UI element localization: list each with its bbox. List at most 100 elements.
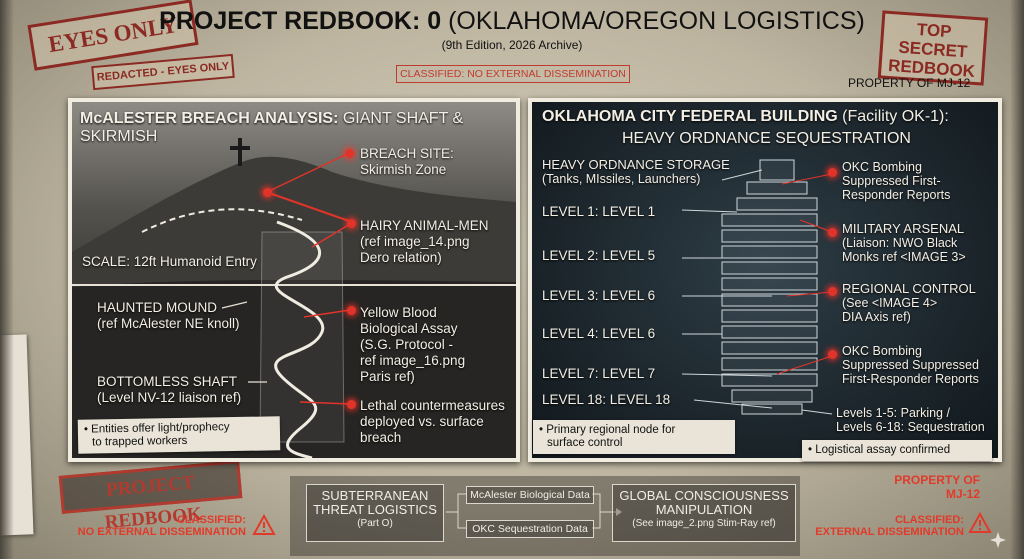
okc-title: OKLAHOMA CITY FEDERAL BUILDING (Facility… [542,108,992,126]
level1-leader [681,209,738,213]
entities-note: • Entities offer light/prophecy to trapp… [77,416,281,454]
yellow-marker [347,306,356,315]
shaft-line2: (Level NV-12 liaison ref) [97,390,242,405]
entities-note-line2: to trapped workers [92,434,188,449]
lethal-label: Lethal countermeasures deployed vs. surf… [360,398,505,446]
okc1-marker [828,168,837,177]
yellow-line2: Biological Assay [360,321,458,336]
hairy-leader [311,223,351,248]
global-line2: MANIPULATION [655,502,753,517]
classified-right: CLASSIFIED: EXTERNAL DISSEMINATION [796,514,964,538]
okc-building-illustration [681,159,833,415]
flow-arrows [446,493,622,529]
level18-leader [693,399,773,409]
reg-line2: (See <IMAGE 4> [842,296,938,310]
okc1-line3: Responder Reports [842,188,951,202]
storage-label: HEAVY ORDNANCE STORAGE (Tanks, MIssiles,… [542,157,730,187]
military-leader [799,219,833,233]
lethal-line3: breach [360,430,402,445]
shaft-line1: BOTTOMLESS SHAFT [97,374,238,389]
yellow-leader [303,309,351,318]
mcalester-data-box: McAlester Biological Data [466,486,594,504]
okc-bombing-label-2: OKC Bombing Suppressed Suppressed First-… [842,344,979,386]
classified-left-line2: NO EXTERNAL DISSEMINATION [77,526,246,538]
lethal-line1: Lethal countermeasures [360,398,505,413]
mcalester-panel: McALESTER BREACH ANALYSIS: GIANT SHAFT &… [68,98,520,462]
breach-leader [266,153,348,193]
hairy-line1: HAIRY ANIMAL-MEN [360,218,489,233]
mcalester-title-bold: McALESTER BREACH ANALYSIS: [80,110,339,127]
shaft-outline [259,231,345,443]
level7-label: LEVEL 7: LEVEL 7 [542,366,656,381]
okc-title-line2: HEAVY ORDNANCE SEQUESTRATION [622,130,911,147]
mil-line3: Monks ref <IMAGE 3> [842,250,966,264]
hairy-line2: (ref image_14.png [360,234,470,249]
military-marker [828,228,837,237]
classified-right-line1: CLASSIFIED: [894,514,964,526]
level18-label: LEVEL 18: LEVEL 18 [542,392,671,407]
mcalester-title-rest: GIANT SHAFT & SKIRMISH [80,110,464,145]
property-label: PROPERTY OF MJ-12 [848,76,971,90]
okc2-line1: OKC Bombing [842,344,922,358]
level2-label: LEVEL 2: LEVEL 5 [542,248,656,263]
property-right-line2: MJ-12 [945,487,980,501]
breach-site-line2: Skirmish Zone [360,162,447,177]
classified-banner-text: CLASSIFIED: NO EXTERNAL DISSEMINATION [400,68,626,80]
storage-line2: (Tanks, MIssiles, Launchers) [542,172,701,186]
okc2-leader [776,355,833,375]
level3-label: LEVEL 3: LEVEL 6 [542,288,656,303]
subterranean-line2: THREAT LOGISTICS [313,502,437,517]
storage-leader [721,169,763,181]
breach-label-marker [345,149,354,158]
sparkle-icon [990,532,1006,548]
cross-horizontal [230,146,250,150]
okc-title-rest: (Facility OK-1): [842,108,949,125]
lethal-leader [299,401,351,405]
global-consciousness-box: GLOBAL CONSCIOUSNESS MANIPULATION (See i… [612,484,796,542]
okc-panel: OKLAHOMA CITY FEDERAL BUILDING (Facility… [528,98,1002,462]
breach-site-line1: BREACH SITE: [360,146,454,161]
okc1-line2: Suppressed First- [842,174,941,188]
global-line3: (See image_2.png Stim-Ray ref) [632,518,776,529]
subterranean-box: SUBTERRANEAN THREAT LOGISTICS (Part O) [306,484,444,542]
okc-title-bold: OKLAHOMA CITY FEDERAL BUILDING [542,108,838,125]
mound-line1: HAUNTED MOUND [97,300,217,315]
regional-control-label: REGIONAL CONTROL (See <IMAGE 4> DIA Axis… [842,281,976,325]
regional-marker [828,287,837,296]
yellow-line4: ref image_16.png [360,353,466,368]
military-arsenal-label: MILITARY ARSENAL (Liaison: NWO Black Mon… [842,221,966,265]
hairy-marker [347,219,356,228]
subterranean-line1: SUBTERRANEAN [321,488,429,503]
hairy-line3: Dero relation) [360,250,442,265]
dashed-path [141,208,303,233]
okc-bombing-label-1: OKC Bombing Suppressed First- Responder … [842,160,950,202]
storage-line1: HEAVY ORDNANCE STORAGE [542,157,730,172]
classified-right-line2: EXTERNAL DISSEMINATION [815,526,964,538]
breach-beam [271,193,353,223]
ground-section [72,279,516,458]
hairy-label: HAIRY ANIMAL-MEN (ref image_14.png Dero … [360,218,489,266]
right-edge-strip [1010,0,1024,559]
primary-node-note: • Primary regional node for surface cont… [533,420,735,454]
yellow-label: Yellow Blood Biological Assay (S.G. Prot… [360,305,465,385]
classified-left-line1: CLASSIFIED: [176,514,246,526]
bottomless-shaft-label: BOTTOMLESS SHAFT (Level NV-12 liaison re… [97,374,241,406]
mil-line2: (Liaison: NWO Black [842,236,958,250]
mcalester-illustration [72,138,516,458]
okc1-leader [781,173,833,185]
page-subtitle: (9th Edition, 2026 Archive) [441,38,583,52]
scale-label: SCALE: 12ft Humanoid Entry [82,254,257,269]
okc1-line1: OKC Bombing [842,160,922,174]
park-line1: Levels 1-5: Parking / [836,406,950,420]
reg-line3: DIA Axis ref) [842,310,911,324]
classified-left: CLASSIFIED: NO EXTERNAL DISSEMINATION [60,514,246,538]
assay-note: • Logistical assay confirmed [802,440,992,461]
yellow-line1: Yellow Blood [360,305,437,320]
level7-leader [681,373,773,377]
lethal-marker [347,400,356,409]
breach-marker [263,188,272,197]
mil-line1: MILITARY ARSENAL [842,221,965,236]
subterranean-line3: (Part O) [357,518,393,529]
property-right: PROPERTY OF MJ-12 [880,473,980,501]
reg-line1: REGIONAL CONTROL [842,281,976,296]
